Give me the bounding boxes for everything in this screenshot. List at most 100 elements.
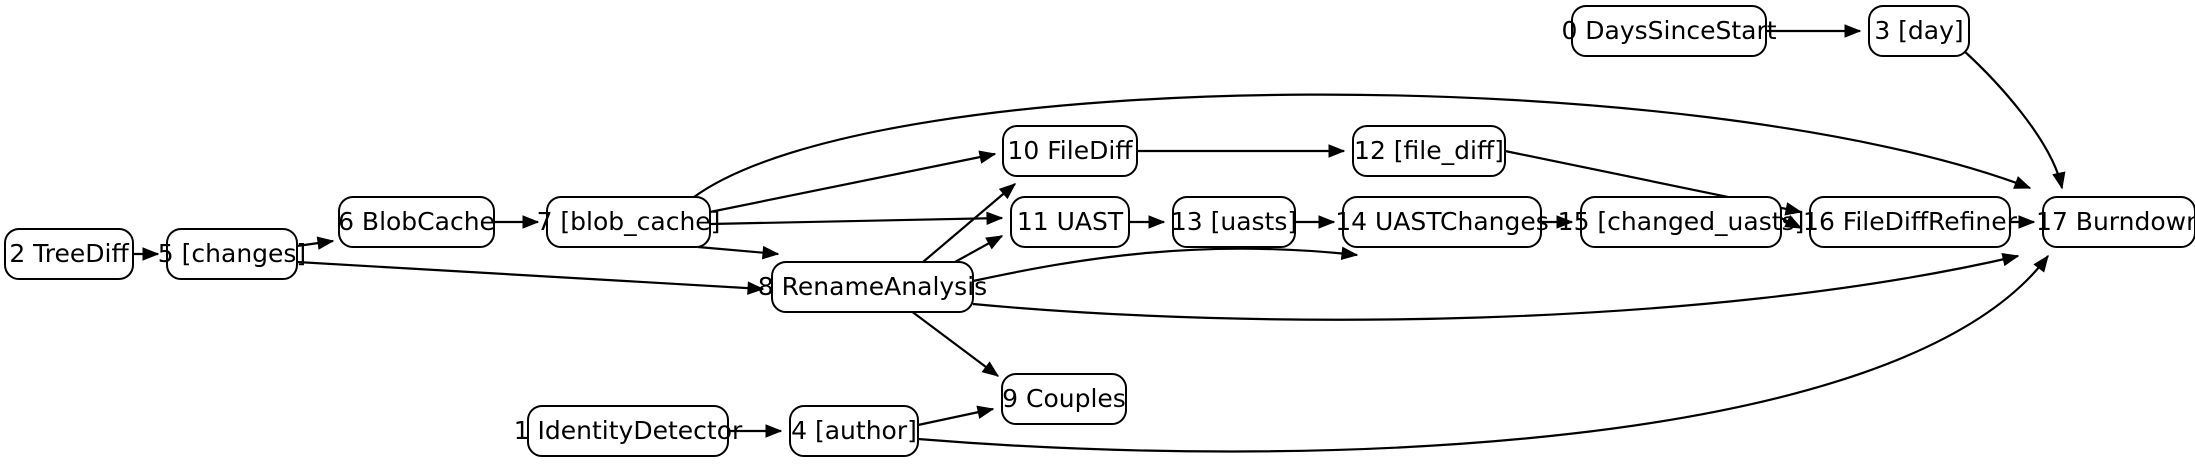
node-outline [1001, 373, 1127, 425]
graph-edge-13-uasts-to-14-uastchanges [1295, 215, 1336, 229]
graph-edge-8-renameanalysis-to-9-couples [911, 311, 1000, 377]
node-label: 10 FileDiff [1007, 136, 1133, 165]
node-label: 1 IdentityDetector [514, 416, 743, 445]
arrowhead-icon [981, 361, 1000, 377]
arrowhead-icon [1148, 215, 1166, 229]
graph-node-4-author[interactable]: 4 [author] [789, 405, 919, 457]
graph-node-5-changes[interactable]: 5 [changes] [158, 228, 306, 280]
node-label: 5 [changes] [158, 239, 306, 268]
graph-node-9-couples[interactable]: 9 Couples [1001, 373, 1127, 425]
node-label: 4 [author] [791, 416, 917, 445]
graph-node-1-identitydetector[interactable]: 1 IdentityDetector [514, 405, 743, 457]
graph-node-3-day[interactable]: 3 [day] [1868, 5, 1970, 57]
graph-edge-11-uast-to-13-uasts [1129, 215, 1166, 229]
node-label: 8 RenameAnalysis [758, 272, 987, 301]
node-outline [789, 405, 919, 457]
node-label: 9 Couples [1002, 384, 1126, 413]
arrowhead-icon [316, 236, 335, 250]
graph-edge-10-filediff-to-12-file-diff [1137, 144, 1346, 158]
node-outline [1868, 5, 1970, 57]
arrowhead-icon [2033, 254, 2049, 273]
edge-line [972, 247, 1358, 283]
node-label: 6 BlobCache [338, 207, 495, 236]
arrowhead-icon [1784, 215, 1803, 229]
node-outline [527, 405, 729, 457]
node-outline [546, 196, 711, 248]
graph-node-2-treediff[interactable]: 2 TreeDiff [4, 228, 134, 280]
node-outline [166, 228, 298, 280]
arrowhead-icon [765, 424, 783, 438]
graph-edge-8-renameanalysis-to-14-uastchanges [972, 246, 1359, 283]
node-outline [1002, 125, 1138, 177]
node-label: 2 TreeDiff [9, 239, 129, 268]
edge-line [709, 216, 1003, 226]
arrowhead-icon [2018, 215, 2036, 229]
arrowhead-icon [1340, 246, 1359, 261]
graph-edge-5-changes-to-8-renameanalysis [296, 260, 765, 295]
graph-edge-0-dayssincestart-to-3-day [1766, 24, 1862, 38]
arrowhead-icon [985, 235, 1004, 250]
graph-node-12-file-diff[interactable]: 12 [file_diff] [1352, 125, 1506, 177]
graph-edge-3-day-to-17-burndown [1962, 49, 2066, 190]
arrowhead-icon [2013, 176, 2032, 189]
graph-edge-15-changed-uasts-to-16-filediffrefiner [1780, 215, 1803, 229]
graph-edge-4-author-to-17-burndown [917, 254, 2049, 453]
node-label: 3 [day] [1874, 16, 1963, 45]
arrowhead-icon [1556, 215, 1574, 229]
node-outline [1342, 196, 1542, 248]
node-label: 0 DaysSinceStart [1561, 16, 1776, 45]
graph-edge-8-renameanalysis-to-10-filediff [922, 183, 1017, 263]
graph-node-0-dayssincestart[interactable]: 0 DaysSinceStart [1561, 5, 1777, 57]
node-outline [1809, 196, 2011, 248]
graph-edge-8-renameanalysis-to-17-burndown [972, 252, 2020, 321]
node-label: 15 [changed_uasts] [1558, 207, 1805, 236]
graph-edge-4-author-to-9-couples [917, 405, 995, 427]
graph-node-13-uasts[interactable]: 13 [uasts] [1171, 196, 1297, 248]
graph-edge-7-blob-cache-to-10-filediff [709, 150, 997, 214]
node-label: 13 [uasts] [1171, 207, 1297, 236]
graph-edge-1-identitydetector-to-4-author [728, 424, 783, 438]
graph-edge-7-blob-cache-to-11-uast [709, 211, 1004, 226]
graph-node-17-burndown[interactable]: 17 Burndown [2036, 196, 2195, 248]
edge-line [1962, 49, 2064, 189]
node-label: 11 UAST [1017, 207, 1124, 236]
node-outline [1571, 5, 1767, 57]
node-outline [1172, 196, 1296, 248]
node-label: 14 UASTChanges [1335, 207, 1549, 236]
edge-line [911, 311, 999, 377]
graph-edge-8-renameanalysis-to-11-uast [954, 235, 1004, 263]
graph-edge-6-blobcache-to-7-blob-cache [494, 215, 540, 229]
edge-line [693, 93, 2031, 198]
graph-edge-7-blob-cache-to-17-burndown [693, 93, 2032, 198]
node-outline [338, 196, 495, 248]
graph-edge-5-changes-to-6-blobcache [296, 236, 335, 250]
arrowhead-icon [2001, 252, 2020, 267]
node-layer: 0 DaysSinceStart 3 [day] 10 FileDiff 12 [fi… [4, 5, 2195, 457]
arrowhead-icon [1318, 215, 1336, 229]
graph-node-11-uast[interactable]: 11 UAST [1010, 196, 1130, 248]
arrowhead-icon [761, 245, 780, 260]
arrowhead-icon [986, 211, 1004, 226]
graph-node-14-uastchanges[interactable]: 14 UASTChanges [1335, 196, 1549, 248]
arrowhead-icon [2052, 171, 2066, 190]
edge-line [917, 255, 2049, 453]
edge-line [709, 152, 996, 214]
node-outline [2042, 196, 2195, 248]
graph-node-8-renameanalysis[interactable]: 8 RenameAnalysis [758, 261, 987, 313]
graph-node-10-filediff[interactable]: 10 FileDiff [1002, 125, 1138, 177]
node-label: 17 Burndown [2036, 207, 2195, 236]
edge-line [296, 260, 764, 291]
graph-node-6-blobcache[interactable]: 6 BlobCache [338, 196, 495, 248]
arrowhead-icon [978, 150, 997, 164]
edge-layer [133, 24, 2066, 453]
arrowhead-icon [998, 183, 1017, 200]
graph-edge-14-uastchanges-to-15-changed-uasts [1541, 215, 1574, 229]
node-outline [1352, 125, 1506, 177]
graph-node-16-filediffrefiner[interactable]: 16 FileDiffRefiner [1803, 196, 2018, 248]
graph-node-15-changed-uasts[interactable]: 15 [changed_uasts] [1558, 196, 1805, 248]
graph-node-7-blob-cache[interactable]: 7 [blob_cache] [537, 196, 721, 248]
node-label: 16 FileDiffRefiner [1803, 207, 2018, 236]
node-label: 12 [file_diff] [1354, 136, 1504, 165]
